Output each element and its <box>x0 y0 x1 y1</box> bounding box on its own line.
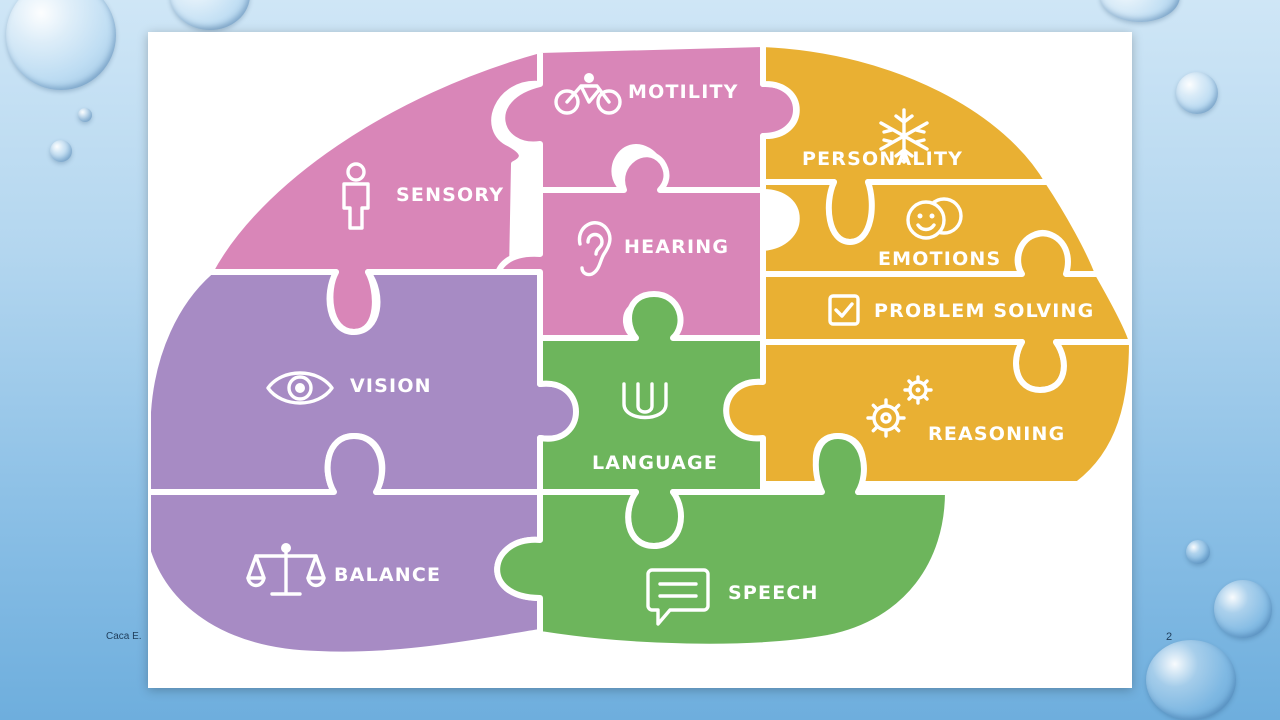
water-drop <box>170 0 250 30</box>
bicycle-icon <box>554 73 622 115</box>
water-drop <box>78 108 92 122</box>
label-reasoning: REASONING <box>928 423 1065 445</box>
checkbox-icon <box>828 294 860 326</box>
label-emotions: EMOTIONS <box>878 248 1001 270</box>
scales-icon <box>246 543 326 596</box>
puzzle-piece-reasoning <box>723 339 1132 487</box>
label-hearing: HEARING <box>624 236 729 258</box>
water-drop <box>1146 640 1236 720</box>
puzzle-piece-speech <box>494 433 951 650</box>
tongue-icon <box>622 382 668 420</box>
label-speech: SPEECH <box>728 582 819 604</box>
speech-bubble-icon <box>646 568 710 626</box>
smiley-faces-icon <box>906 197 963 240</box>
label-problem-solving: PROBLEM SOLVING <box>874 300 1094 322</box>
snowflake-icon <box>879 108 929 164</box>
label-balance: BALANCE <box>334 564 441 586</box>
water-drop <box>1176 72 1218 114</box>
person-icon <box>342 162 370 230</box>
footer-author: Caca E. <box>106 631 142 642</box>
ear-icon <box>577 221 612 277</box>
brain-puzzle-card: MOTILITY SENSORY HEARING PERSONALITY EMO… <box>148 32 1132 688</box>
label-motility: MOTILITY <box>628 81 739 103</box>
water-drop <box>50 140 72 162</box>
label-language: LANGUAGE <box>592 452 718 474</box>
slide-number: 2 <box>1166 631 1173 643</box>
label-personality: PERSONALITY <box>802 148 963 170</box>
eye-icon <box>266 371 334 405</box>
brain-puzzle-diagram: MOTILITY SENSORY HEARING PERSONALITY EMO… <box>148 41 1132 658</box>
water-drop <box>6 0 116 90</box>
water-drop <box>1100 0 1180 22</box>
water-drop <box>1186 540 1210 564</box>
gears-icon <box>866 375 933 438</box>
label-vision: VISION <box>350 375 432 397</box>
label-sensory: SENSORY <box>396 184 504 206</box>
water-drop <box>1214 580 1272 638</box>
